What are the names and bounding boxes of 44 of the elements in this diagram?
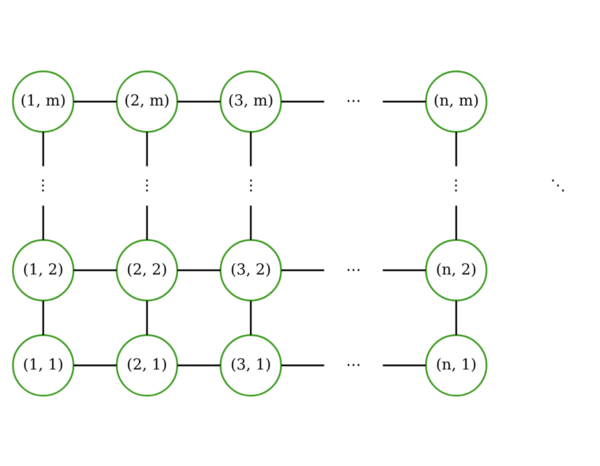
node-circle: (3, 2) <box>220 238 282 301</box>
node-text: ⋮ <box>448 175 464 194</box>
node-text: ⋯ <box>346 354 362 373</box>
connector <box>74 268 117 271</box>
node-circle: (1, m) <box>12 70 74 132</box>
node-circle: (2, m) <box>116 70 178 132</box>
node-circle: (3, m) <box>220 70 282 132</box>
connector <box>146 300 148 335</box>
connector <box>382 268 426 271</box>
node-text: ⋮ <box>243 175 258 194</box>
connector <box>455 131 458 166</box>
node-circle: (2, 2) <box>116 238 178 301</box>
node-circle: (1, 2) <box>12 238 74 301</box>
connector <box>382 100 426 102</box>
connector <box>42 205 44 240</box>
label: ⋱ <box>550 175 566 194</box>
connector <box>42 300 44 335</box>
node-circle: (2, 1) <box>116 334 178 396</box>
connector <box>146 205 148 240</box>
connector <box>146 131 148 166</box>
connector <box>42 131 44 166</box>
node-text: ⋯ <box>346 91 362 110</box>
connector <box>250 131 252 166</box>
connector <box>250 205 252 240</box>
connector <box>74 100 117 102</box>
node-circle: (n, 1) <box>425 334 488 396</box>
connector <box>281 364 324 366</box>
connector <box>74 364 117 366</box>
node-circle: (1, 1) <box>12 334 74 396</box>
connector <box>177 364 220 366</box>
node-circle: (n, m) <box>425 70 488 132</box>
node-text: ⋮ <box>140 175 155 194</box>
connector <box>281 268 324 271</box>
node-text: ⋯ <box>346 260 362 278</box>
connector <box>281 100 324 102</box>
connector <box>382 364 426 366</box>
node-circle: (n, 2) <box>425 238 488 301</box>
node-circle: (3, 1) <box>220 334 282 396</box>
connector <box>177 100 220 102</box>
connector <box>455 300 458 335</box>
connector <box>250 300 252 335</box>
node-text: ⋮ <box>36 175 51 194</box>
connector <box>455 205 458 240</box>
connector <box>177 268 220 271</box>
